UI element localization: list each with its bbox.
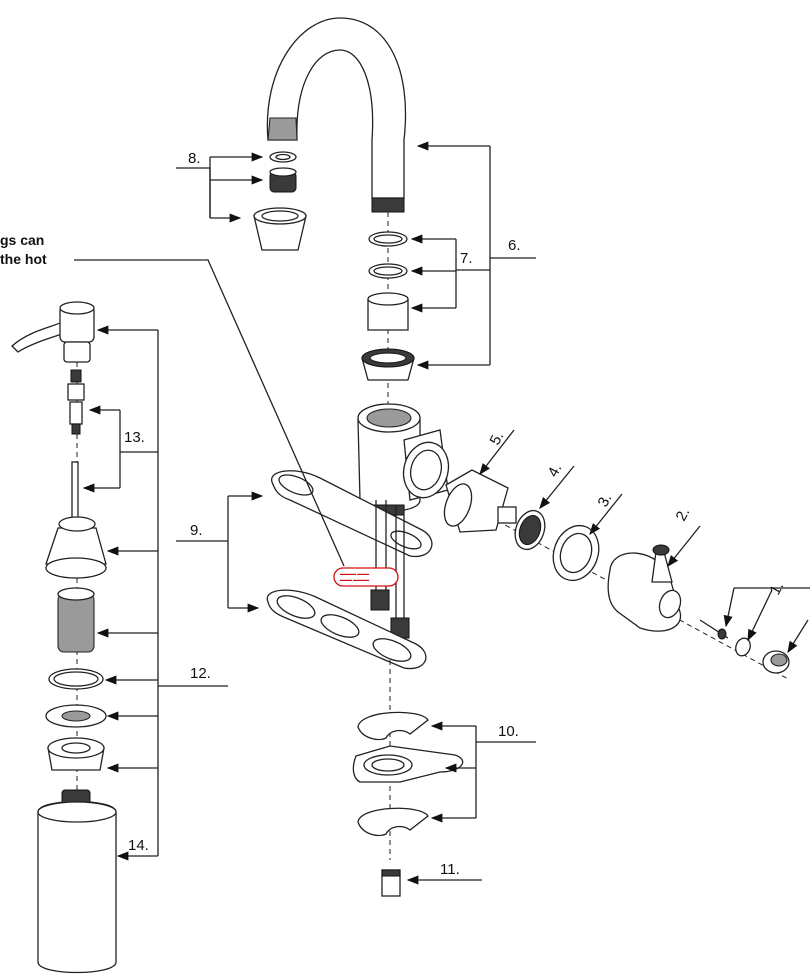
leader-lines (74, 141, 810, 885)
label-part-2: 2. (673, 505, 694, 524)
c-clip-upper (357, 711, 429, 741)
aerator-assembly (253, 151, 307, 251)
label-part-14: 14. (128, 837, 149, 854)
supply-nut-left (370, 589, 390, 611)
svg-text:▬▬▬▬ ▬▬▬: ▬▬▬▬ ▬▬▬ (340, 571, 369, 576)
soap-dispenser (11, 301, 117, 974)
label-part-12: 12. (190, 665, 211, 682)
pump-stem-top (70, 369, 82, 383)
soap-bottle (37, 800, 117, 974)
spout-o-rings (361, 212, 415, 420)
label-part-7: 7. (460, 250, 473, 267)
c-clip-lower (357, 807, 429, 837)
spout (266, 17, 407, 213)
dispenser-nozzle (11, 320, 63, 353)
dispenser-spring (57, 593, 95, 653)
label-part-10: 10. (498, 723, 519, 740)
warning-tag (333, 567, 399, 587)
pump-tube (71, 461, 79, 523)
label-part-11: 11. (440, 861, 460, 878)
label-part-13: 13. (124, 429, 145, 446)
label-part-8: 8. (188, 150, 201, 167)
label-part-5: 5. (487, 429, 508, 448)
label-part-4: 4. (545, 461, 566, 480)
handle-assembly (443, 469, 791, 681)
mounting-hardware (352, 660, 464, 897)
label-part-6: 6. (508, 237, 521, 254)
screw-washer (735, 637, 751, 657)
label-part-9: 9. (190, 522, 203, 539)
spout-threads (371, 197, 405, 213)
svg-text:▬▬▬ ▬▬▬▬: ▬▬▬ ▬▬▬▬ (340, 577, 369, 582)
faucet-body (357, 403, 450, 516)
note-line-2: the hot (0, 251, 47, 267)
handle-lever (651, 551, 673, 583)
note-line-1: gs can (0, 232, 44, 248)
cartridge-stem (497, 506, 517, 524)
